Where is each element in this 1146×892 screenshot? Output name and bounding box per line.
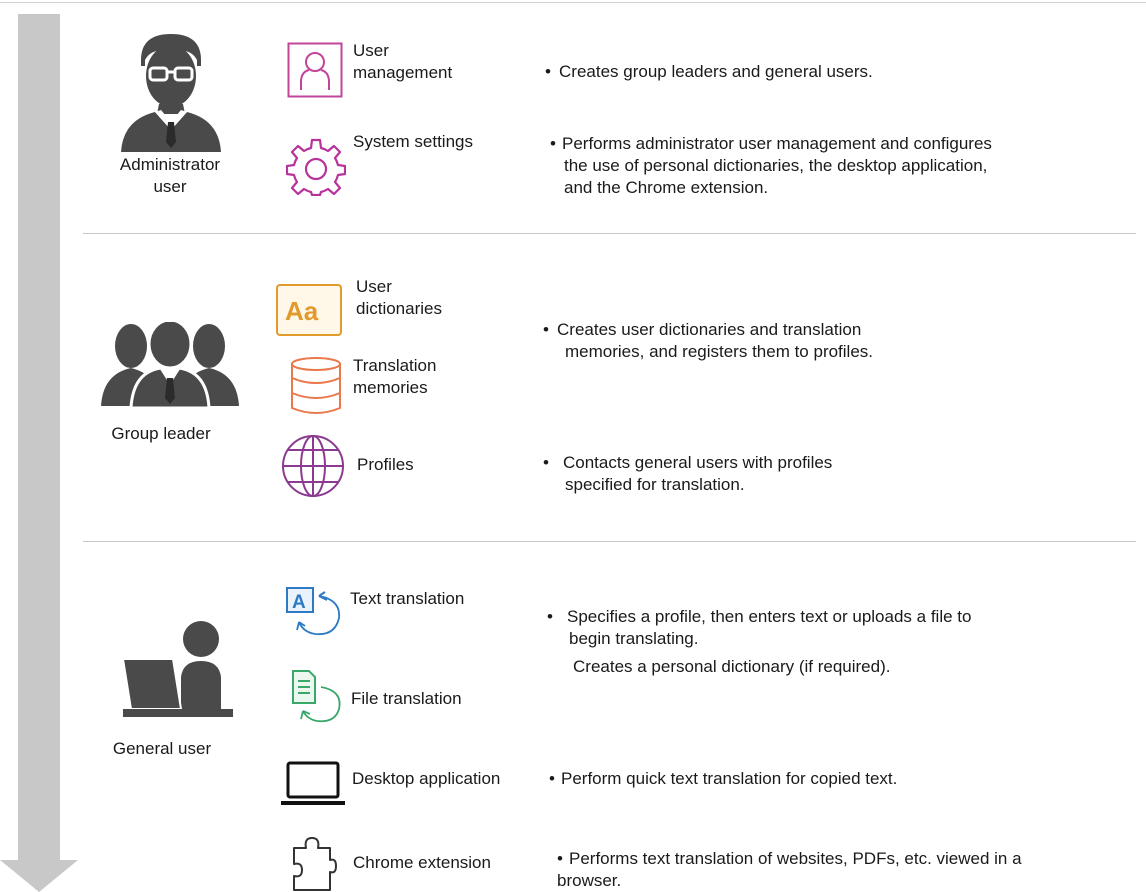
function-label-line: dictionaries: [356, 299, 442, 318]
bullet: •: [549, 769, 555, 788]
function-chrome-extension: Chrome extension: [353, 853, 491, 872]
bullet: •: [550, 134, 556, 153]
description-text: Perform quick text translation for copie…: [561, 769, 898, 788]
puzzle-icon: [293, 837, 337, 891]
description-general-user-3: • Performs text translation of websites, …: [557, 848, 1022, 892]
description-text: Performs administrator user management a…: [562, 134, 992, 153]
role-label-line: Administrator: [119, 155, 221, 174]
role-label-administrator: Administrator user: [96, 154, 244, 198]
section-divider: [83, 541, 1136, 542]
description-text: Performs text translation of websites, P…: [569, 849, 1022, 868]
function-user-dictionaries: User dictionaries: [356, 276, 442, 320]
svg-text:Aa: Aa: [285, 296, 319, 326]
function-desktop-application: Desktop application: [352, 769, 501, 788]
function-text-translation: Text translation: [350, 589, 465, 608]
function-profiles: Profiles: [357, 455, 414, 474]
function-label-line: User: [353, 41, 389, 60]
function-translation-memories: Translation memories: [353, 355, 436, 399]
user-dictionary-icon: Aa: [276, 284, 342, 336]
user-management-icon: [287, 42, 343, 98]
description-general-user-2: • Perform quick text translation for copi…: [549, 768, 897, 790]
function-label-line: Translation: [353, 356, 437, 375]
description-text: browser.: [557, 871, 622, 890]
description-text: Contacts general users with profiles: [563, 453, 833, 472]
role-label-group-leader: Group leader: [111, 424, 211, 443]
bullet: •: [543, 320, 549, 339]
administrator-icon: [121, 34, 221, 152]
description-admin-1: • Creates group leaders and general users…: [545, 61, 873, 83]
description-text: and the Chrome extension.: [564, 178, 769, 197]
group-leader-icon: [101, 322, 239, 408]
description-text: Creates group leaders and general users.: [559, 62, 873, 81]
database-icon: [291, 357, 341, 414]
bullet: •: [547, 607, 553, 626]
function-label-line: User: [356, 277, 392, 296]
description-text: Creates user dictionaries and translatio…: [557, 320, 862, 339]
function-label-line: management: [353, 63, 453, 82]
section-divider: [83, 233, 1136, 234]
function-system-settings: System settings: [353, 132, 473, 151]
laptop-icon: [281, 761, 345, 805]
function-label-line: memories: [353, 378, 428, 397]
role-label-general-user: General user: [112, 739, 212, 758]
description-general-user-1: • Specifies a profile, then enters text o…: [547, 606, 971, 678]
bullet: •: [543, 453, 549, 472]
svg-text:A: A: [292, 592, 306, 613]
gear-icon: [286, 138, 346, 196]
bullet: •: [557, 849, 563, 868]
bullet: •: [545, 62, 551, 81]
description-text: begin translating.: [569, 629, 699, 648]
file-translation-icon: [292, 670, 341, 723]
globe-icon: [282, 435, 344, 497]
general-user-icon: [121, 621, 233, 717]
description-text: the use of personal dictionaries, the de…: [564, 156, 988, 175]
description-group-leader-1: • Creates user dictionaries and translati…: [543, 319, 873, 363]
text-translation-icon: A: [286, 587, 341, 636]
function-file-translation: File translation: [351, 689, 462, 708]
description-text: memories, and registers them to profiles…: [565, 342, 874, 361]
role-label-line: user: [153, 177, 187, 196]
description-group-leader-2: • Contacts general users with profiles sp…: [543, 452, 832, 496]
function-user-management: User management: [353, 40, 452, 84]
top-border: [0, 2, 1146, 3]
description-text: Creates a personal dictionary (if requir…: [573, 657, 891, 676]
description-admin-2: • Performs administrator user management …: [550, 133, 992, 199]
description-text: specified for translation.: [565, 475, 745, 494]
flow-arrow: [0, 14, 78, 892]
description-text: Specifies a profile, then enters text or…: [567, 607, 972, 626]
